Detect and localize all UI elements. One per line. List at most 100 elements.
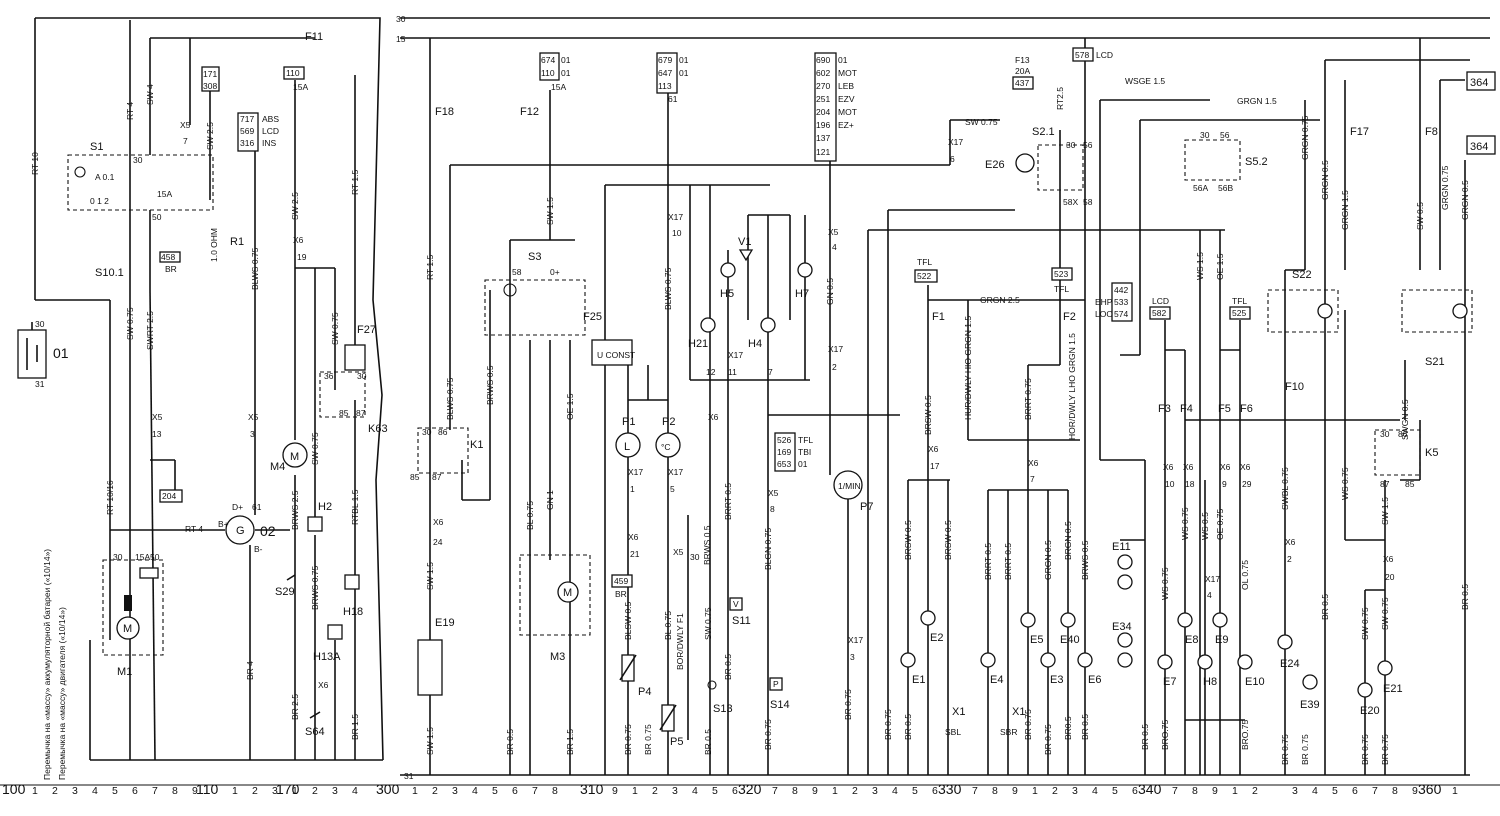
scale-digit: 7 xyxy=(1172,785,1178,797)
scale-digit: 3 xyxy=(452,785,458,797)
label-P2: P2 xyxy=(662,416,675,428)
wire-rt15-b: RT 1.5 xyxy=(425,255,435,280)
ref-15a: 15A xyxy=(293,82,308,92)
wire-br05-d: BR 0.5 xyxy=(1080,714,1090,740)
connector-x6-i: X6 xyxy=(1183,462,1194,472)
ignition-term-50: 50 xyxy=(152,212,162,222)
lamp-e8-icon xyxy=(1177,612,1193,628)
wire-ws15: WS 1.5 xyxy=(1195,252,1205,280)
ref-mot: MOT xyxy=(838,68,857,78)
wire-br15: BR 1.5 xyxy=(350,714,360,740)
connector-pin-13: 13 xyxy=(152,429,162,439)
ref-574: 574 xyxy=(1114,309,1128,319)
wire-br075-b: BR 0.75 xyxy=(643,724,653,755)
ref-61: 61 xyxy=(668,94,678,104)
lamp-e3-icon xyxy=(1040,652,1056,668)
wire-rt4-b: RT 4 xyxy=(185,524,203,534)
wire-br05-h: BR 0.5 xyxy=(1460,584,1470,610)
ref-loo: LOO xyxy=(1095,309,1113,319)
label-E7: E7 xyxy=(1163,676,1176,688)
connector-x6-m: X6 xyxy=(1383,554,1394,564)
wire-blgn075: BLGN 0.75 xyxy=(763,528,773,570)
scale-digit: 2 xyxy=(1252,785,1258,797)
wire-sw25: SW 2.5 xyxy=(205,122,215,150)
s3-lamp-icon xyxy=(503,283,517,297)
lamp-h21-icon xyxy=(700,317,716,333)
lamp-e10-icon xyxy=(1237,654,1253,670)
label-F2: F2 xyxy=(1063,311,1076,323)
s11-symbol: V xyxy=(733,599,739,609)
ref-lcd: LCD xyxy=(262,126,279,136)
s3-term-0plus: 0+ xyxy=(550,267,560,277)
label-E19: E19 xyxy=(435,617,455,629)
ref-ezplus: EZ+ xyxy=(838,120,854,130)
switch-s22-box xyxy=(1267,289,1339,333)
label-E11: E11 xyxy=(1112,541,1131,553)
ref-137: 137 xyxy=(816,133,830,143)
wire-br075-g: BR 0.75 xyxy=(1043,724,1053,755)
label-E26: E26 xyxy=(985,159,1005,171)
wire-brrt075: BRRT 0.75 xyxy=(1023,378,1033,420)
connector-pin-1: 1 xyxy=(630,484,635,494)
switch-s21-box xyxy=(1037,144,1084,191)
scale-digit: 9 xyxy=(1212,785,1218,797)
alt-term-61: 61 xyxy=(252,502,262,512)
label-S21: S21 xyxy=(1425,356,1445,368)
scale-digit: 5 xyxy=(492,785,498,797)
note-engine-ground: Перемычка на «массу» двигателя («10/14») xyxy=(57,607,67,780)
scale-digit: 2 xyxy=(52,785,58,797)
connector-x5-c: X5 xyxy=(248,412,259,422)
connector-pin-29: 29 xyxy=(1242,479,1252,489)
ref-tfl2: TFL xyxy=(1054,284,1069,294)
heater-e19-icon xyxy=(417,639,443,696)
wire-rt25: RT2.5 xyxy=(1055,87,1065,110)
connector-pin-7: 7 xyxy=(183,136,188,146)
wire-br15-b: BR 1.5 xyxy=(565,729,575,755)
wires-330 xyxy=(907,38,1400,775)
wire-swbl075: SWBL 0.75 xyxy=(1280,467,1290,510)
wire-swgn05: SWGN 0.5 xyxy=(1400,399,1410,440)
label-H5: H5 xyxy=(720,288,734,300)
wire-brws05-c: BRWS 0.5 xyxy=(1080,540,1090,580)
scale-digit: 7 xyxy=(1372,785,1378,797)
switch-s21b-box xyxy=(1401,289,1473,333)
ref-196: 196 xyxy=(816,120,830,130)
label-F5: F5 xyxy=(1218,403,1231,415)
ref-602: 602 xyxy=(816,68,830,78)
section-320: 320 xyxy=(738,781,762,797)
connector-pin-19: 19 xyxy=(297,252,307,262)
scale-digit: 5 xyxy=(1332,785,1338,797)
wire-hur-dwly: HUR/DWLY HIO GRGN 1.5 xyxy=(963,316,973,420)
label-F25: F25 xyxy=(583,311,602,323)
ref-251: 251 xyxy=(816,94,830,104)
scale-digit: 4 xyxy=(92,785,98,797)
ref-110b: 110 xyxy=(541,68,555,78)
k1-term-87: 87 xyxy=(432,472,442,482)
wire-rt4: RT 4 xyxy=(125,102,135,120)
wire-br075-c: BR 0.75 xyxy=(843,689,853,720)
wire-sw075-g: SW 0.75 xyxy=(703,607,713,640)
ref-tbi: TBI xyxy=(798,447,811,457)
ref-tfl1: TFL xyxy=(917,257,932,267)
connector-x5-e: X5 xyxy=(768,488,779,498)
wire-sw075-c: SW 0.75 xyxy=(310,432,320,465)
ref-leb: LEB xyxy=(838,81,854,91)
label-E20: E20 xyxy=(1360,705,1380,717)
lamp-h7-icon xyxy=(797,262,813,278)
tachometer-symbol: 1/MIN xyxy=(838,481,861,491)
scale-digit: 7 xyxy=(532,785,538,797)
wire-sw25-b: SW 2.5 xyxy=(290,192,300,220)
label-E24: E24 xyxy=(1280,658,1300,670)
ref-674: 674 xyxy=(541,55,555,65)
scale-digit: 2 xyxy=(252,785,258,797)
lamp-e34b-icon xyxy=(1117,652,1133,668)
wire-brrt05-c: BRRT 0.5 xyxy=(1003,543,1013,580)
wire-grgn05-b: GRGN 0.5 xyxy=(1320,160,1330,200)
connector-x6-l: X6 xyxy=(1285,537,1296,547)
label-E8: E8 xyxy=(1185,634,1198,646)
s21-term-56: 56 xyxy=(1083,140,1093,150)
wire-sw15: SW 1.5 xyxy=(425,562,435,590)
label-S5-2: S5.2 xyxy=(1245,156,1268,168)
scale-digit: 1 xyxy=(1452,785,1458,797)
wire-br075-h: BR 0.75 xyxy=(1280,734,1290,765)
